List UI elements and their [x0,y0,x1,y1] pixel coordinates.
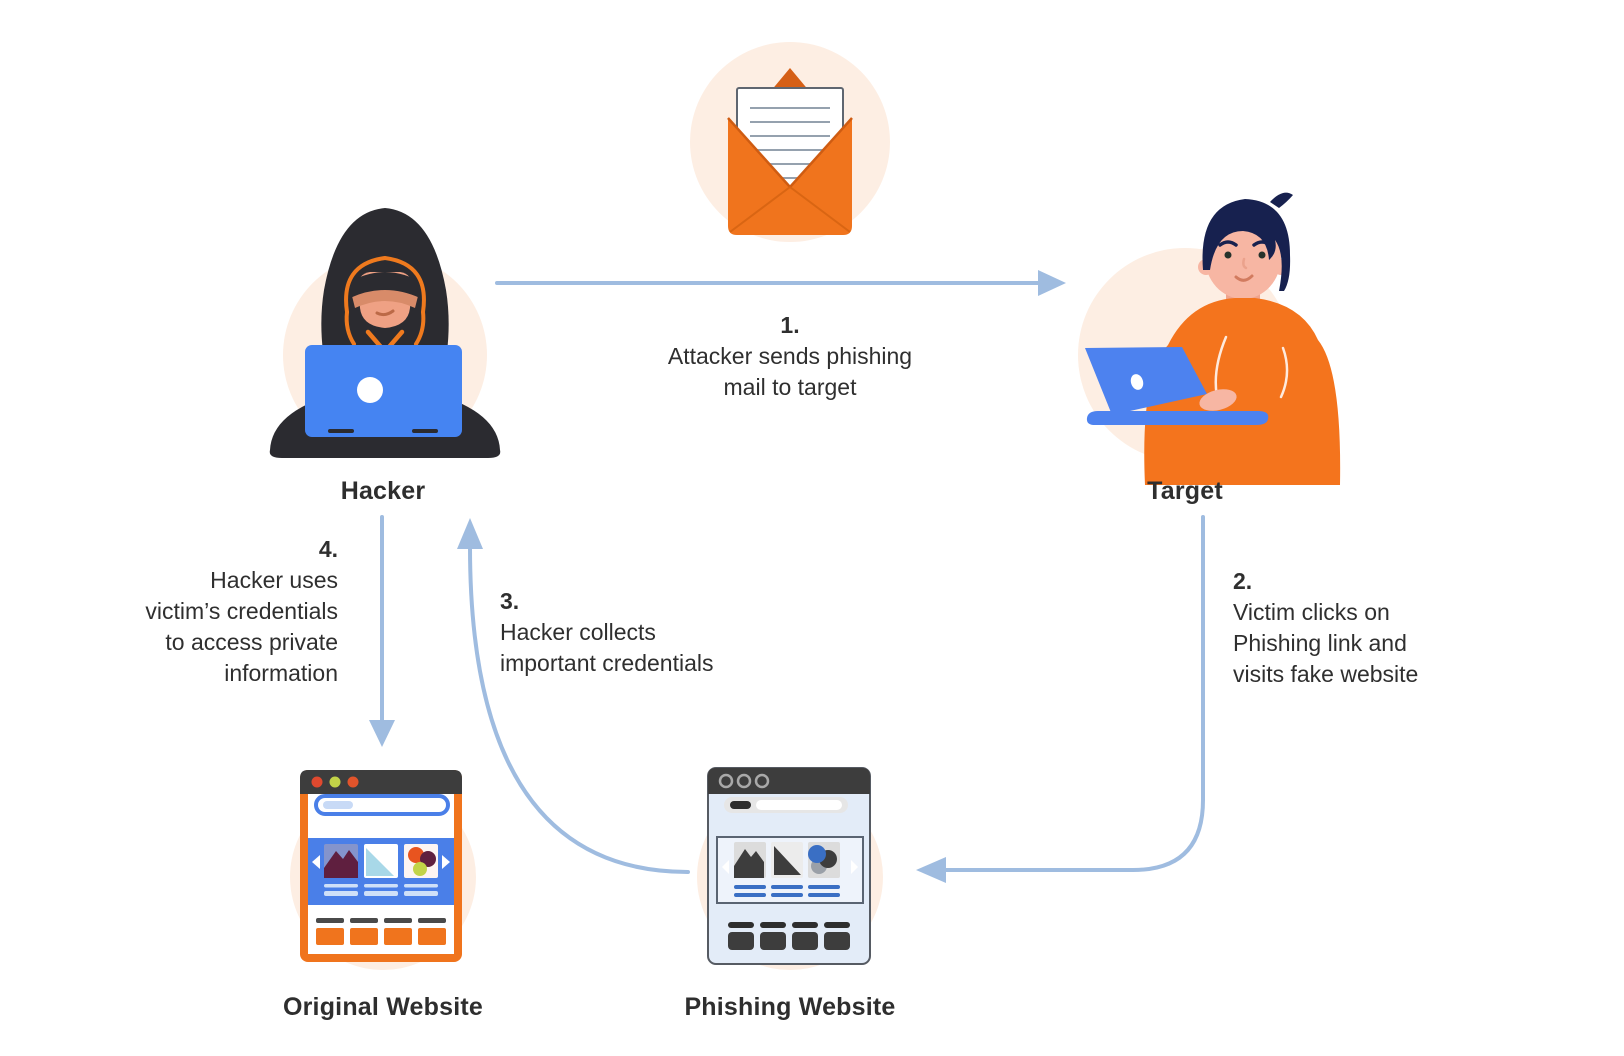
card-2 [364,844,398,896]
step-1-line: Attacker sends phishing [667,343,913,369]
laptop-logo-dot [1130,374,1144,390]
step-4-line: victim’s credentials [145,598,338,624]
carousel-next-icon [851,860,858,874]
laptop-logo-dot [357,377,383,403]
original-website-illustration [270,755,500,985]
window-dot-green [329,776,341,788]
step-4-line: information [224,660,338,686]
step-3-text: 3. Hacker collects important credentials [500,586,820,679]
phishing-website-label: Phishing Website [684,993,896,1021]
step-2-text: 2. Victim clicks on Phishing link and vi… [1233,566,1553,690]
step-4-line: Hacker uses [210,567,338,593]
hacker-label: Hacker [340,477,426,505]
target-laptop-base [1086,411,1269,425]
window-dot-red [311,776,323,788]
card-1 [734,842,766,897]
original-website-label: Original Website [282,993,483,1021]
phishing-website-illustration [670,755,900,985]
step-4-line: to access private [165,629,338,655]
target-label: Target [1147,477,1223,505]
target-hair-tuft [1270,192,1293,208]
arrow-step-2 [916,515,1205,883]
browser-header [300,770,462,794]
target-laptop-screen [1085,347,1207,415]
search-bar [314,794,450,816]
hood-orange-trim [344,255,426,350]
envelope-icon [680,32,900,252]
arrow-step-4 [369,515,395,747]
step-3-number: 3. [500,588,520,614]
hacker-mouth [375,309,395,317]
search-bar [724,797,848,813]
carousel-prev-icon [312,855,320,869]
step-2-line: Phishing link and [1233,630,1407,656]
target-hand [1199,389,1237,411]
target-sweater [1144,298,1341,485]
card-1 [324,844,358,896]
browser-window [707,767,871,965]
step-2-line: visits fake website [1233,661,1419,687]
step-1-text: 1. Attacker sends phishing mail to targe… [590,310,990,403]
arrow-step-3 [457,518,690,874]
step-4-number: 4. [318,536,338,562]
carousel-prev-icon [722,860,729,874]
browser-window [300,770,462,962]
window-dots [718,773,770,789]
footer-tiles [316,918,446,945]
browser-header [708,768,870,794]
step-3-line: important credentials [500,650,714,676]
step-2-number: 2. [1233,568,1253,594]
step-4-text: 4. Hacker uses victim’s credentials to a… [38,534,338,689]
footer-tiles [728,922,850,950]
hacker-face [346,272,424,328]
step-1-number: 1. [780,312,800,338]
hacker-laptop [305,345,462,437]
carousel-next-icon [442,855,450,869]
step-3-line: Hacker collects [500,619,656,645]
target-illustration [1040,185,1350,485]
target-hair [1202,199,1291,291]
arrow-step-1 [495,270,1066,296]
step-1-line: mail to target [723,374,857,400]
window-dot-orange [347,776,359,788]
card-2 [771,842,803,897]
image-carousel [716,836,864,904]
step-2-line: Victim clicks on [1233,599,1390,625]
target-face-features [1218,240,1272,282]
card-3 [404,844,438,896]
hacker-illustration [240,190,530,490]
card-3 [808,842,840,897]
image-carousel [308,838,454,905]
envelope-pocket [727,117,853,235]
